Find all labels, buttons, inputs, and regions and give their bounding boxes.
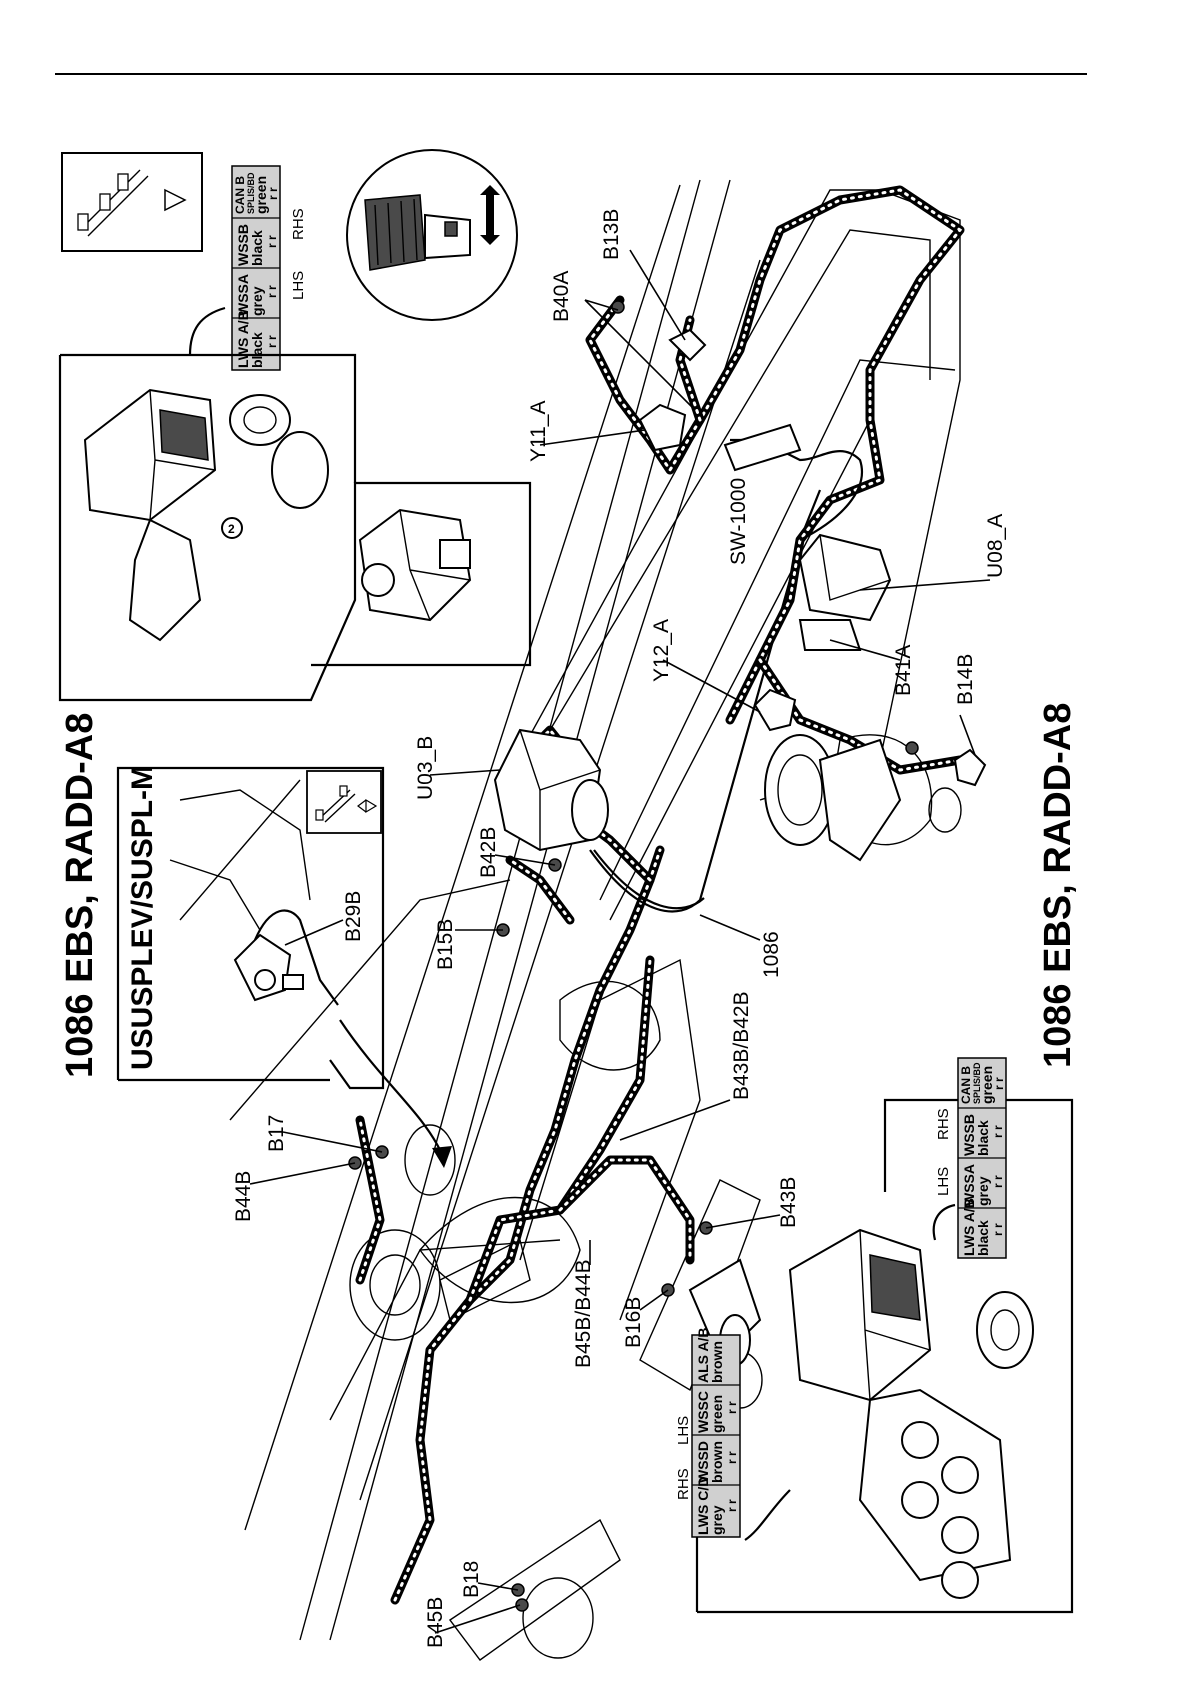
label-sw1000: SW-1000	[727, 478, 750, 565]
main-title: 1086 EBS, RADD-A8	[59, 713, 101, 1078]
label-b45b-b44b: B45B/B44B	[572, 1259, 595, 1368]
label-u03b: U03_B	[414, 736, 437, 800]
rl-table-lhs: LHS	[675, 1416, 692, 1445]
label-1086: 1086	[760, 931, 783, 978]
rr-cell-1-name: LWS A/B	[961, 1198, 977, 1256]
front-ecu-detail: 2	[58, 306, 532, 702]
front-cell-4-pins: r r	[266, 187, 280, 200]
rr-cell-4-color: green	[979, 1066, 995, 1104]
front-cell-3-color: black	[249, 230, 265, 266]
u03b-module	[493, 728, 609, 852]
truck-direction-icon	[315, 785, 378, 823]
inset-title: USUSPLEV/SUSPL-M	[126, 765, 159, 1070]
label-b13b: B13B	[600, 209, 623, 260]
b40a-plug	[611, 300, 625, 314]
label-b15b: B15B	[434, 919, 457, 970]
rear-ecu-detail	[695, 1098, 1074, 1614]
rr-cell-3-name: WSSB	[961, 1114, 977, 1156]
top-direction-box	[61, 152, 203, 252]
rl-cell-4-name: ALS A/B	[695, 1328, 711, 1383]
rear-right-connector-table: LWS A/B black r r WSSA grey r r WSSB bla…	[935, 1057, 1007, 1259]
rr-table-rhs: RHS	[935, 1108, 952, 1140]
front-cell-4-color: green	[253, 176, 269, 214]
bottom-title: 1086 EBS, RADD-A8	[1037, 703, 1079, 1068]
y12a-valve	[753, 688, 797, 732]
rr-cell-1-color: black	[975, 1220, 991, 1256]
level-valve-b29b	[233, 909, 339, 1006]
rl-cell-1-name: LWS C/D	[695, 1477, 711, 1535]
rl-cell-1-color: grey	[709, 1505, 725, 1535]
front-cell-3-pins: r r	[265, 235, 279, 248]
rr-cell-4-name: CAN B	[959, 1066, 973, 1104]
inset-arrow-head	[432, 1146, 452, 1168]
rr-table-lhs: LHS	[935, 1167, 952, 1196]
u08a-module	[798, 533, 892, 651]
sw1000-connector	[723, 423, 802, 472]
rl-table-rhs: RHS	[675, 1468, 692, 1500]
front-table-lhs: LHS	[290, 271, 307, 300]
label-u08a: U08_A	[984, 514, 1007, 578]
label-b43b: B43B	[777, 1177, 800, 1228]
valve-port-number: 2	[228, 522, 235, 536]
b14b-sensor	[953, 748, 987, 787]
front-connector-table: LWS A/B black r r WSSA grey r r WSSB bla…	[231, 165, 307, 371]
b45b-plug	[515, 1598, 529, 1612]
front-cell-4-name: CAN B	[233, 176, 247, 214]
front-cell-4-sub: SPLIS/BD	[246, 172, 256, 214]
rl-cell-3-color: green	[709, 1395, 725, 1433]
front-cell-1-pins: r r	[265, 335, 279, 348]
label-b18: B18	[460, 1561, 483, 1598]
rr-cell-3-color: black	[975, 1120, 991, 1156]
forward-arrow-icon	[164, 188, 187, 212]
components	[348, 300, 987, 1612]
rl-cell-2-name: WSSD	[695, 1441, 711, 1483]
front-brake-chamber	[764, 734, 902, 862]
rr-cell-4-pins: r r	[992, 1077, 1006, 1090]
rr-cell-2-pins: r r	[991, 1175, 1005, 1188]
label-b41a: B41A	[892, 645, 915, 696]
rr-cell-2-name: WSSA	[961, 1164, 977, 1206]
connect-arrow-icon	[480, 185, 500, 245]
rr-cell-1-pins: r r	[991, 1223, 1005, 1236]
label-b14b: B14B	[954, 654, 977, 705]
rr-cell-4-sub: SPLIS/BD	[972, 1062, 982, 1104]
front-cell-3-name: WSSB	[235, 224, 251, 266]
label-b42b: B42B	[477, 827, 500, 878]
label-y11a: Y11_A	[527, 401, 550, 463]
label-b45b: B45B	[424, 1597, 447, 1648]
rr-cell-3-pins: r r	[991, 1125, 1005, 1138]
rl-cell-3-pins: r r	[725, 1401, 739, 1414]
rl-cell-2-pins: r r	[725, 1451, 739, 1464]
label-b29b: B29B	[342, 891, 365, 942]
b13b-sensor	[668, 328, 707, 362]
rl-cell-2-color: brown	[709, 1441, 725, 1483]
front-cell-1-color: black	[249, 332, 265, 368]
b41a-plug	[905, 741, 919, 755]
rear-left-connector-table: LWS C/D grey r r WSSD brown r r WSSC gre…	[675, 1328, 741, 1538]
y11a-valve	[638, 403, 687, 452]
label-y12a: Y12_A	[650, 619, 673, 682]
leader-lines	[249, 249, 991, 1634]
label-b17: B17	[265, 1115, 288, 1152]
label-b40a: B40A	[550, 271, 573, 322]
label-b16b: B16B	[622, 1297, 645, 1348]
rr-cell-2-color: grey	[975, 1176, 991, 1206]
rl-cell-3-name: WSSC	[695, 1391, 711, 1433]
label-b44b: B44B	[232, 1171, 255, 1222]
connector-magnified-view	[346, 149, 518, 321]
front-cell-2-color: grey	[249, 286, 265, 316]
callout-labels: B45B B18 B44B B17 B45B/B44B B16B B43B B4…	[232, 209, 1007, 1648]
front-table-rhs: RHS	[290, 208, 307, 240]
front-cell-1-name: LWS A/B	[235, 310, 251, 368]
suspension-inset: USUSPLEV/SUSPL-M	[116, 765, 452, 1168]
rl-cell-4-color: brown	[709, 1341, 725, 1383]
rl-cell-1-pins: r r	[725, 1499, 739, 1512]
label-b43b-b42b: B43B/B42B	[730, 991, 753, 1100]
front-cell-2-name: WSSA	[235, 274, 251, 316]
front-cell-2-pins: r r	[265, 285, 279, 298]
